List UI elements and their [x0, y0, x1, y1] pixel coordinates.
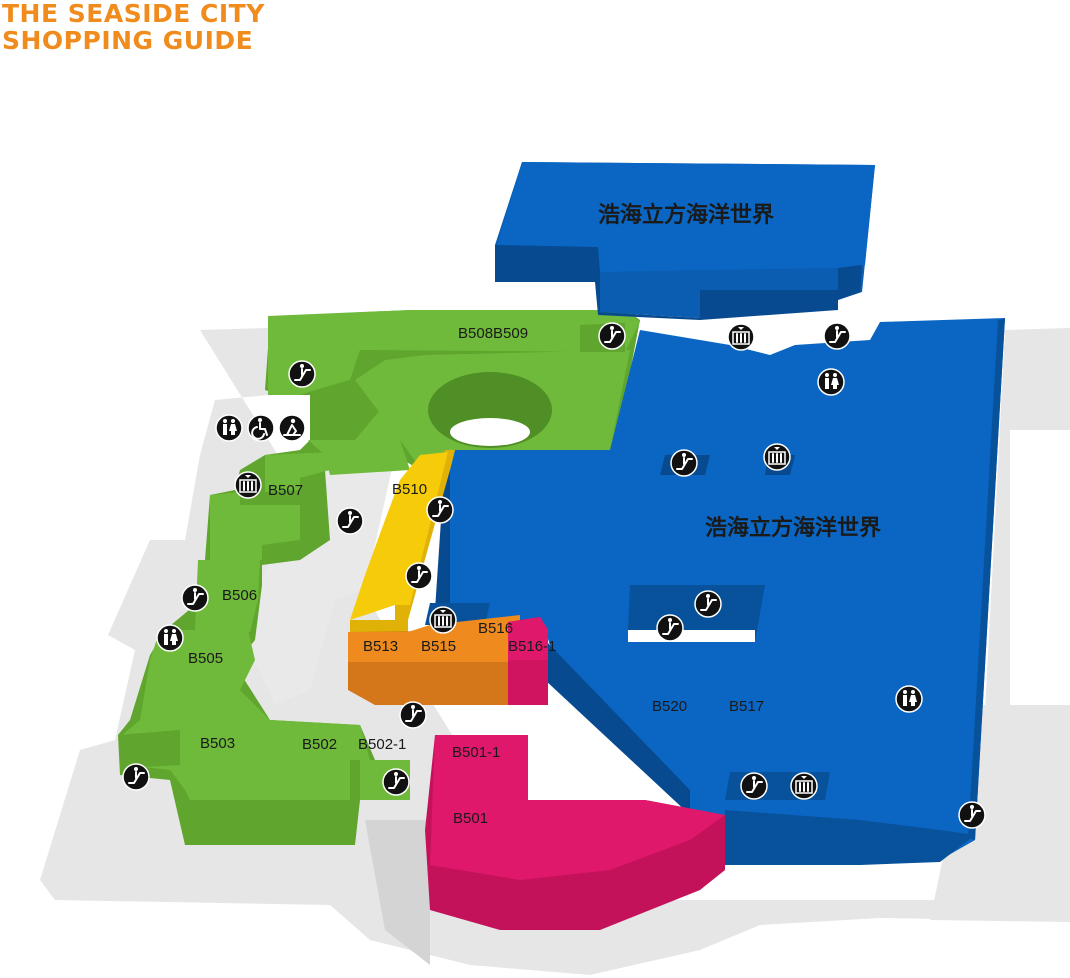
- elevator-icon: [234, 471, 262, 499]
- escalator-icon: [382, 768, 410, 796]
- elevator-icon: [727, 323, 755, 351]
- label-aquarium-north: 浩海立方海洋世界: [598, 202, 774, 228]
- map-title-line-2: SHOPPING GUIDE: [2, 26, 254, 55]
- escalator-icon: [122, 763, 150, 791]
- label-b507: B507: [268, 482, 303, 499]
- escalator-icon: [288, 360, 316, 388]
- unit-green-wing[interactable]: [118, 310, 640, 845]
- accessible-restroom-icon: [247, 414, 275, 442]
- unit-b513-b516[interactable]: [348, 615, 520, 705]
- escalator-icon: [336, 507, 364, 535]
- elevator-icon: [763, 443, 791, 471]
- nursery-room-icon: [278, 414, 306, 442]
- escalator-icon: [694, 590, 722, 618]
- map-title-line-1: THE SEASIDE CITY: [2, 0, 265, 28]
- label-b502: B502: [302, 736, 337, 753]
- escalator-icon: [181, 584, 209, 612]
- restroom-icon: [156, 624, 184, 652]
- unit-aquarium-north[interactable]: [495, 162, 875, 320]
- label-b517: B517: [729, 698, 764, 715]
- label-b520: B520: [652, 698, 687, 715]
- elevator-icon: [429, 606, 457, 634]
- label-b516-1: B516-1: [508, 638, 556, 655]
- escalator-icon: [426, 496, 454, 524]
- restroom-icon: [895, 685, 923, 713]
- label-b513: B513: [363, 638, 398, 655]
- unit-b501[interactable]: [425, 735, 725, 930]
- label-b506: B506: [222, 587, 257, 604]
- escalator-icon: [405, 562, 433, 590]
- restroom-icon: [817, 368, 845, 396]
- map-title: THE SEASIDE CITY SHOPPING GUIDE: [2, 0, 265, 54]
- escalator-icon: [598, 322, 626, 350]
- escalator-icon: [399, 701, 427, 729]
- label-b505: B505: [188, 650, 223, 667]
- label-aquarium-main: 浩海立方海洋世界: [705, 515, 881, 541]
- escalator-icon: [670, 449, 698, 477]
- restroom-icon: [215, 414, 243, 442]
- label-b515: B515: [421, 638, 456, 655]
- escalator-icon: [823, 322, 851, 350]
- label-b501: B501: [453, 810, 488, 827]
- unit-labels: 浩海立方海洋世界 浩海立方海洋世界 B508B509 B507 B506 B50…: [188, 202, 881, 827]
- label-b508b509: B508B509: [458, 325, 528, 342]
- escalator-icon: [740, 772, 768, 800]
- label-b516: B516: [478, 620, 513, 637]
- label-b510: B510: [392, 481, 427, 498]
- label-b503: B503: [200, 735, 235, 752]
- label-b501-1: B501-1: [452, 744, 500, 761]
- label-b502-1: B502-1: [358, 736, 406, 753]
- elevator-icon: [790, 772, 818, 800]
- escalator-icon: [656, 614, 684, 642]
- unit-b516-1[interactable]: [508, 617, 548, 705]
- escalator-icon: [958, 801, 986, 829]
